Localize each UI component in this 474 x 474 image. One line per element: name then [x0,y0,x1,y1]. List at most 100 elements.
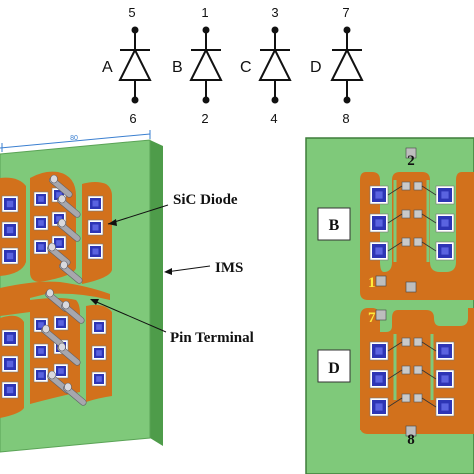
pin-terminal [57,218,81,242]
sic-diode-chip-3d-left [1,355,19,373]
pin-pad-top [401,365,411,375]
diode-a-top-pin: 5 [128,5,135,20]
wire-bond [387,213,403,224]
sic-diode-chip-3d-left [1,195,19,213]
wire-bond [421,369,437,380]
diode-chip-grid-top [369,147,455,437]
callout-pin-terminal: Pin Terminal [90,299,254,346]
pin-pad-1 [375,275,387,287]
diode-b-label: B [172,59,183,76]
callout-pin-terminal-arrowhead [90,299,99,305]
pin-terminal [49,174,73,198]
diode-symbol-d: 7 D 8 [310,5,364,126]
wire-bond [387,185,403,196]
module-top-view: B D 2 8 1 7 [305,137,474,474]
sic-diode-chip-3d-left [1,381,19,399]
diode-c-bottom-pin: 4 [270,111,277,126]
wire-bond [387,369,403,380]
sic-diode-chip-top [369,369,389,389]
pin-pad-2 [405,147,417,159]
callout-ims-leader [165,265,211,273]
callout-ims: IMS [164,260,243,276]
label-box-d [317,349,351,383]
pin-pad-center [405,281,417,293]
diode-d-top-pin: 7 [342,5,349,20]
pin-pad-top [401,237,411,247]
copper-top-center-bridge [398,178,426,268]
diode-b-bottom-pin: 2 [201,111,208,126]
pin-pad-top [413,237,423,247]
diode-d-label: D [310,59,322,76]
diode-c-label: C [240,59,252,76]
pin-pad-top [413,209,423,219]
sic-diode-chip-3d-lower-right [91,319,107,335]
wire-bond [387,341,403,352]
wire-bond [421,241,437,252]
sic-diode-chip-3d-lower-right [91,371,107,387]
callout-pin-terminal-label: Pin Terminal [170,330,254,346]
sic-diode-chip-3d-mid [33,215,49,231]
diode-c-top-pin: 3 [271,5,278,20]
pin-pad-top [401,337,411,347]
callout-sic-diode: SiC Diode [107,192,238,226]
diode-symbol-b: 1 B 2 [172,5,223,126]
pin-pad-top [401,209,411,219]
pin-label-1: 1 [368,275,376,291]
pin-label-top: 2 [407,153,415,169]
pin-terminal [57,194,81,218]
sic-diode-chip-top [369,341,389,361]
sic-diode-chip-top [435,213,455,233]
sic-diode-chip-top [369,213,389,233]
sic-diode-chip-3d-lower-right [91,345,107,361]
callout-sic-diode-label: SiC Diode [173,192,238,208]
sic-diode-chip-3d-mid [33,239,49,255]
pin-terminal [57,342,81,366]
sic-diode-chip-3d-lower-mid [33,367,49,383]
pin-pad-8 [405,425,417,437]
label-box-b [317,207,351,241]
diode-a-label: A [102,59,113,76]
pin-label-bottom: 8 [407,432,415,448]
sic-diode-chip-3d-lower-mid [33,343,49,359]
dimension-line [0,133,151,149]
module-3d-view: 80 [0,130,163,453]
diode-d-bottom-pin: 8 [342,111,349,126]
sic-diode-chip-top [435,369,455,389]
diode-a-triangle [118,47,152,81]
sic-diode-chip-3d-left [1,221,19,239]
pin-pad-top [413,181,423,191]
sic-diode-chip-3d-lower-mid [53,363,69,379]
diode-d-bottom-terminal [343,96,351,104]
pin-pad-7 [375,309,387,321]
sic-diode-chip-3d-right [87,219,104,236]
pin-terminal [59,260,83,284]
wire-bond [421,213,437,224]
ims-substrate-edge [150,140,163,446]
callout-sic-diode-leader [107,204,169,225]
sic-diode-chip-top [369,241,389,261]
sic-diode-chip-3d-right [87,195,104,212]
pin-label-7: 7 [368,310,376,326]
pin-pad-top [413,337,423,347]
diode-symbol-c: 3 C 4 [240,5,292,126]
diode-symbol-a: 5 A 6 [102,5,152,126]
wire-bond [387,397,403,408]
diode-b-triangle [189,47,223,81]
sic-diode-chip-top [435,241,455,261]
diode-b-top-pin: 1 [201,5,208,20]
pin-terminal [47,242,71,266]
sic-diode-chip-3d-left [1,247,19,265]
sic-diode-chip-top [435,397,455,417]
wire-bond [421,397,437,408]
wire-bond [421,341,437,352]
pin-pad-top [401,393,411,403]
diode-a-bottom-pin: 6 [129,111,136,126]
pin-terminal [61,300,85,324]
sic-diode-chip-3d-mid [33,191,49,207]
pin-terminal-group [41,174,87,406]
label-d: D [328,360,340,377]
wire-bond [387,241,403,252]
diode-b-bottom-terminal [202,96,210,104]
pin-pad-top [413,393,423,403]
